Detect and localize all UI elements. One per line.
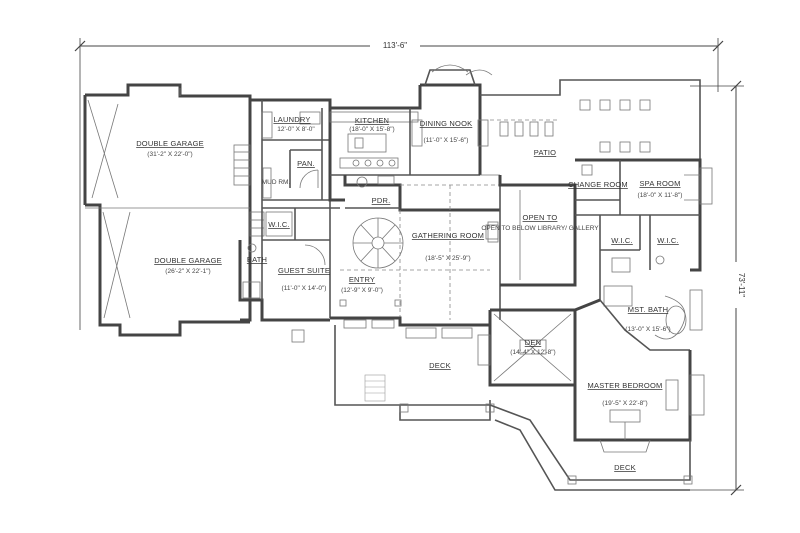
wic-master1-name: W.I.C.	[611, 236, 633, 245]
garage-walls	[83, 83, 252, 337]
mud-room-name: MUD RM.	[262, 179, 291, 186]
den-name: DEN	[525, 338, 541, 347]
guest-suite-name: GUEST SUITE	[278, 266, 330, 275]
patio-outline	[480, 79, 701, 176]
entry-name: ENTRY	[349, 275, 375, 284]
kitchen-name: KITCHEN	[355, 116, 389, 125]
spa-room-size: (18'-0" X 11'-8")	[638, 192, 683, 199]
width-dimension: 113'-6"	[383, 41, 407, 50]
spa-room-name: SPA ROOM	[639, 179, 680, 188]
garage-bottom-name: DOUBLE GARAGE	[154, 256, 222, 265]
rear-deck-name: DECK	[614, 463, 636, 472]
wic-guest-name: W.I.C.	[268, 220, 290, 229]
change-room-name: CHANGE ROOM	[568, 180, 628, 189]
guest-suite-size: (11'-0" X 14'-0")	[282, 285, 327, 292]
pantry-name: PAN.	[297, 159, 315, 168]
front-deck-name: DECK	[429, 361, 451, 370]
center-walls	[330, 175, 501, 327]
master-bedroom-walls	[573, 298, 705, 442]
library-walls	[485, 175, 577, 287]
kitchen-size: (18'-0" X 15'-8")	[349, 126, 394, 133]
guest-suite-walls	[238, 211, 330, 322]
master-wing-walls	[575, 158, 713, 351]
dining-nook-name: DINING NOOK	[420, 119, 473, 128]
bath-name: BATH	[247, 255, 267, 264]
gathering-room-size: (18'-5" X 25'-9")	[425, 255, 470, 262]
master-bedroom-name: MASTER BEDROOM	[588, 381, 663, 390]
mst-bath-name: MST. BATH	[628, 305, 668, 314]
rear-deck	[489, 404, 693, 491]
laundry-name: LAUNDRY	[273, 115, 310, 124]
entry-size: (12'-9" X 9'-0")	[341, 287, 383, 294]
library-name: OPEN TO BELOW LIBRARY/ GALLERY	[481, 225, 599, 232]
gathering-room-name: GATHERING ROOM	[412, 231, 484, 240]
garage-top-name: DOUBLE GARAGE	[136, 139, 204, 148]
dining-nook-walls	[411, 64, 493, 175]
library-line1: OPEN TO	[523, 213, 558, 222]
patio-name: PATIO	[534, 148, 556, 157]
garage-bottom-size: (26'-2" X 22'-1")	[165, 268, 210, 275]
wic-master2-name: W.I.C.	[657, 236, 679, 245]
dining-nook-size: (11'-0" X 15'-6")	[424, 137, 469, 144]
den-size: (14'-4" X 12'-8")	[510, 349, 555, 356]
master-bedroom-size: (19'-5" X 22'-8")	[602, 400, 647, 407]
pdr-name: PDR.	[372, 196, 391, 205]
front-deck	[291, 319, 495, 421]
depth-dimension: 73'-11"	[737, 273, 746, 297]
laundry-size: 12'-0" X 8'-0"	[277, 126, 315, 133]
kitchen-walls	[328, 108, 480, 202]
garage-top-size: (31'-2" X 22'-0")	[147, 151, 192, 158]
mst-bath-size: (13'-0" X 15'-6")	[625, 326, 670, 333]
den-walls	[477, 308, 577, 387]
